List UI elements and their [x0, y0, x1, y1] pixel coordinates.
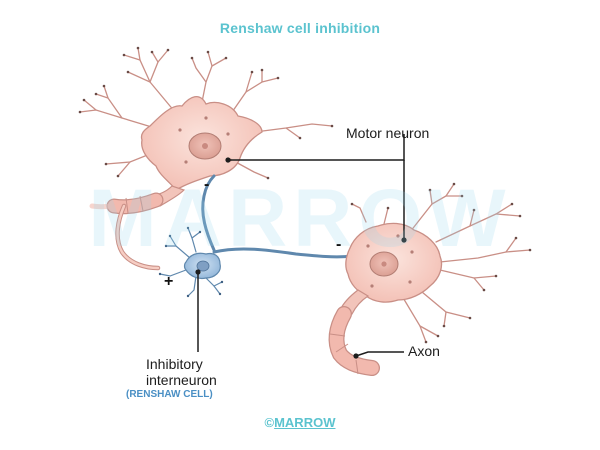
diagram-title: Renshaw cell inhibition	[219, 20, 381, 36]
sign-plus: +	[164, 273, 174, 290]
renshaw-dendrite-tips	[158, 226, 224, 298]
renshaw-axon-to-lower	[212, 247, 354, 259]
upper-neuron-axon	[89, 192, 164, 215]
upper-neuron-dendrite-tips	[78, 46, 334, 180]
renshaw-axon-to-upper	[201, 174, 216, 252]
label-axon: Axon	[408, 343, 440, 359]
lower-neuron-nucleolus	[381, 261, 387, 267]
renshaw-cell	[158, 174, 354, 298]
upper-neuron-nucleolus	[202, 143, 208, 149]
lower-neuron-axon	[328, 306, 380, 376]
copyright-symbol: ©	[264, 415, 275, 430]
upper-axon-collateral-core	[116, 204, 160, 270]
copyright-footer: ©MARROW	[0, 415, 600, 430]
copyright-brand: MARROW	[274, 415, 336, 430]
axon-leader	[355, 351, 404, 357]
watermark: MARROW	[88, 173, 512, 264]
upper-motor-neuron	[78, 46, 334, 215]
label-interneuron: interneuron	[146, 372, 217, 388]
lower-neuron-granules	[366, 234, 414, 288]
upper-neuron-granules	[178, 116, 232, 164]
lower-neuron-dendrites	[351, 183, 531, 343]
sign-minus-upper: -	[204, 176, 210, 193]
leader-endpoints	[195, 157, 407, 359]
renshaw-nucleus	[196, 260, 210, 272]
label-leader-lines	[197, 134, 405, 357]
renshaw-dendrites	[159, 227, 223, 297]
lower-motor-neuron	[328, 182, 532, 376]
label-renshaw-cell: (RENSHAW CELL)	[126, 389, 213, 400]
label-motor-neuron: Motor neuron	[346, 125, 430, 141]
label-inhibitory: Inhibitory	[146, 356, 203, 372]
lower-neuron-dendrite-tips	[350, 182, 532, 344]
upper-neuron-dendrites	[79, 47, 333, 179]
sign-minus-lower: -	[336, 236, 342, 253]
